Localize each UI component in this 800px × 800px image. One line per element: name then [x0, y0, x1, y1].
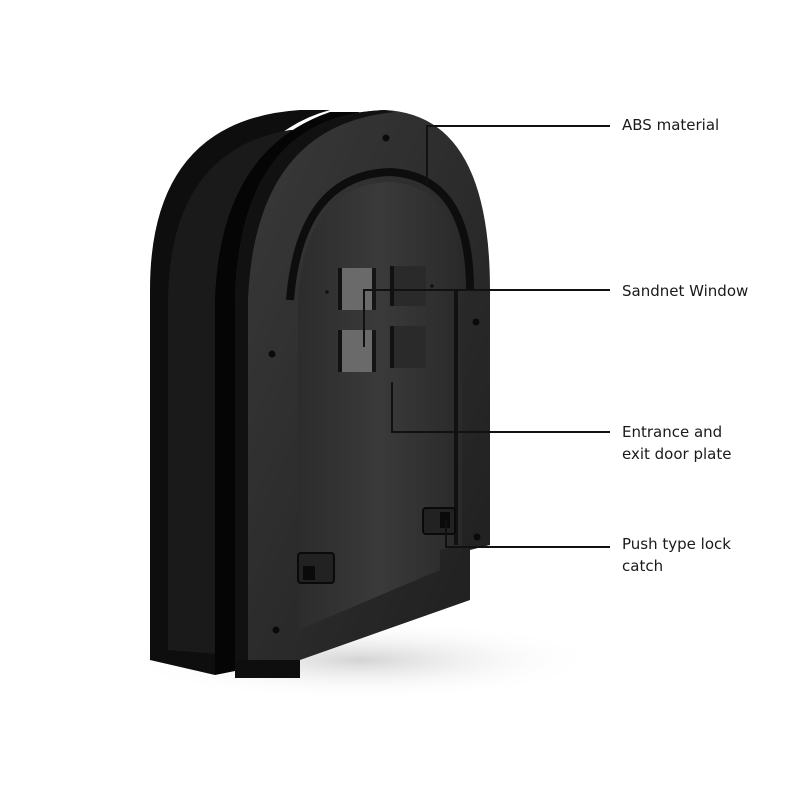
callout-line-lock-h — [445, 546, 610, 548]
callout-line-door-plate — [391, 382, 393, 432]
callout-line-lock — [445, 520, 447, 547]
label-lock-catch: Push type lock catch — [622, 535, 731, 575]
label-sandnet-window: Sandnet Window — [622, 282, 749, 300]
lock-catch-right — [422, 507, 456, 535]
label-door-plate: Entrance and exit door plate — [622, 423, 732, 463]
callout-line-sandnet — [363, 289, 365, 347]
callout-line-sandnet-h — [363, 289, 610, 291]
callout-line-abs — [426, 125, 428, 187]
callout-line-abs-h — [426, 125, 610, 127]
callout-line-door-plate-h — [391, 431, 610, 433]
label-abs-material: ABS material — [622, 116, 720, 134]
lock-catch-left — [297, 552, 335, 584]
